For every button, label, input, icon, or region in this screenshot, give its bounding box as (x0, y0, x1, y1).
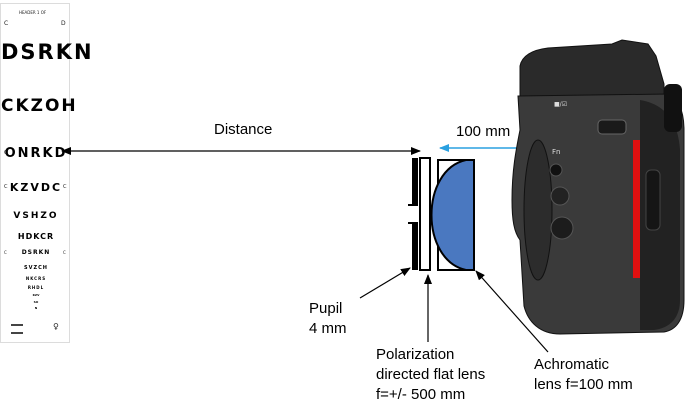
eye-chart-row: NKCRS (25, 276, 47, 281)
eye-chart-logo (11, 324, 23, 334)
eye-chart-side-mark: C (4, 150, 8, 156)
pupil-label-line2: 4 mm (309, 320, 347, 337)
camera-button (550, 216, 574, 240)
eye-chart-row: RHDL (27, 285, 45, 290)
eye-chart-side-mark: C (4, 250, 7, 255)
eye-chart-row: HDKCR (17, 232, 55, 241)
eye-chart-side-mark: C (4, 20, 9, 27)
camera-port-cover (645, 169, 661, 231)
camera-lens-mount (523, 139, 553, 281)
sensor-plane-marker (633, 140, 640, 278)
camera (511, 39, 685, 335)
eye-chart-side-mark: C (63, 250, 66, 255)
eye-chart-row: CKZOH (1, 96, 78, 116)
camera-button-label: ■/☑ (554, 101, 568, 108)
eye-chart-header: HEADER 1 OF (19, 10, 47, 15)
pupil-aperture-bottom (412, 222, 418, 270)
camera-button (550, 186, 570, 206)
camera-strap-lug (597, 119, 627, 135)
eye-chart-row: SO (33, 300, 39, 304)
eye-chart-row: DSRKN (21, 249, 51, 256)
eye-chart-row: VSHZO (13, 211, 59, 221)
camera-fn-label: Fn (552, 148, 561, 156)
eye-chart-row: KZV (32, 293, 40, 297)
pupil-pointer-line (359, 267, 411, 299)
camera-eyepiece (664, 84, 682, 132)
polarization-label-line3: f=+/- 500 mm (376, 386, 466, 403)
pupil-aperture-left-bottom (408, 222, 412, 224)
eye-chart-row: SVZCH (24, 265, 48, 271)
eye-chart: HEADER 1 OF C D DSRKN CKZOH ONRKD KZVDC … (0, 3, 92, 343)
polarization-flat-lens (419, 157, 431, 271)
polarization-label-line2: directed flat lens (376, 366, 486, 383)
eye-chart-row: ONRKD (4, 146, 68, 161)
achromatic-label-line2: lens f=100 mm (534, 376, 633, 393)
eye-chart-side-mark: D (61, 20, 66, 27)
achromatic-label-line1: Achromatic (534, 356, 610, 373)
camera-button (549, 163, 563, 177)
eye-chart-footer-icon: ♀ (53, 322, 59, 331)
camera-prism (519, 39, 665, 101)
achromatic-pointer-line (475, 270, 549, 353)
eye-chart-row: KZVDC (9, 181, 63, 194)
eye-chart-side-mark: C (4, 184, 8, 190)
spacing-label: 100 mm (456, 123, 511, 140)
polarization-label-line1: Polarization (376, 346, 455, 363)
pupil-aperture-left-top (408, 204, 412, 206)
pupil-aperture-top (412, 158, 418, 206)
eye-chart-side-mark: C (63, 184, 67, 190)
eye-chart-row: N (34, 306, 38, 310)
achromatic-lens (430, 159, 475, 271)
distance-label: Distance (214, 121, 273, 138)
pupil-label-line1: Pupil (309, 300, 343, 317)
